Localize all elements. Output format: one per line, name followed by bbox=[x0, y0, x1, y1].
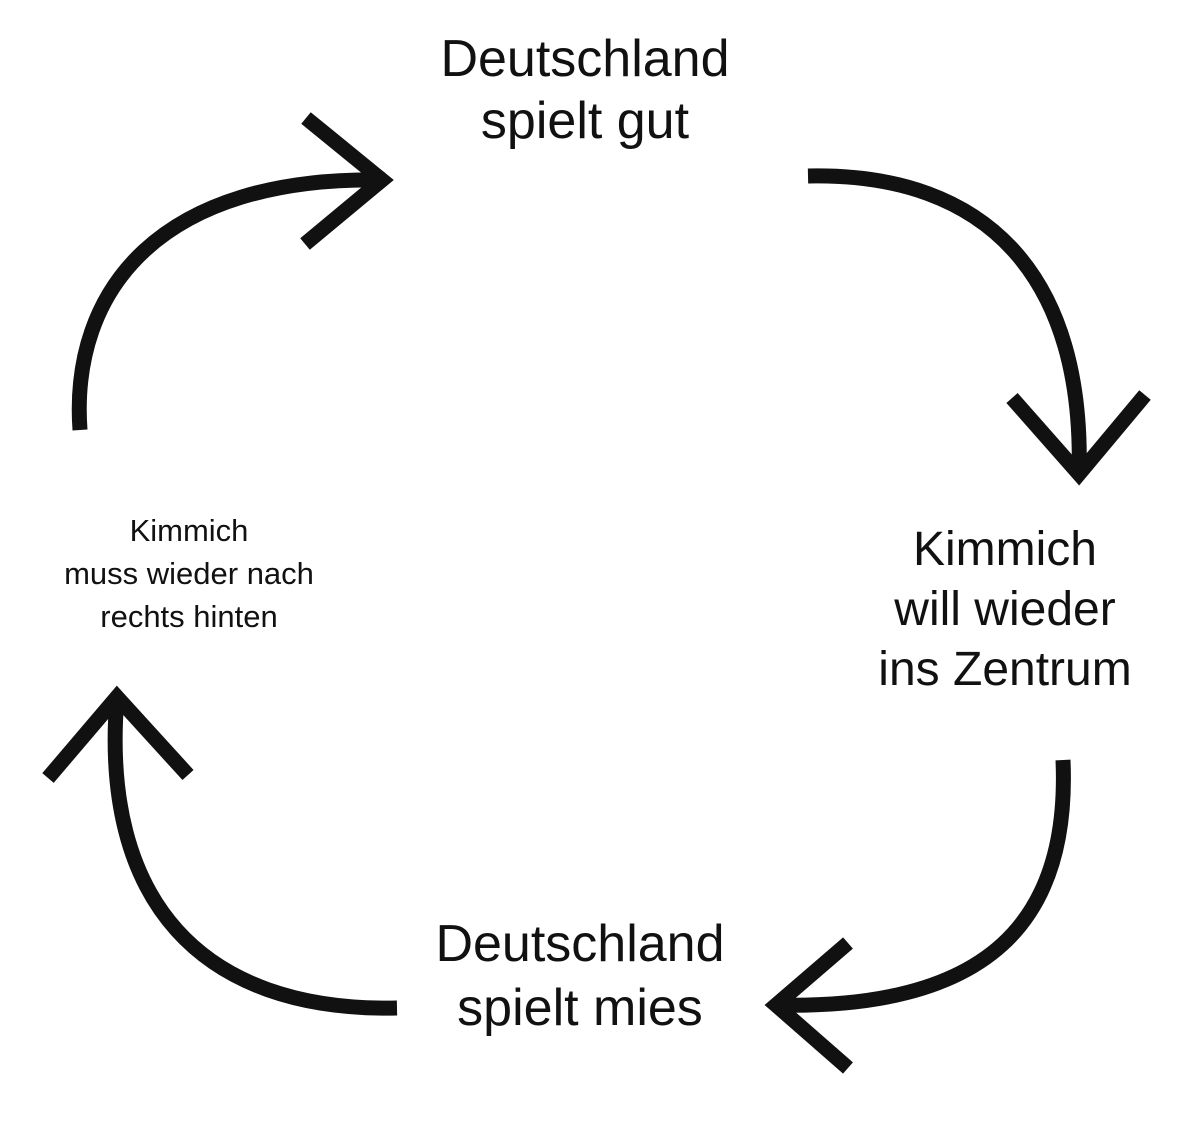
node-deutschland-spielt-gut: Deutschland spielt gut bbox=[440, 30, 730, 150]
node-deutschland-spielt-mies: Deutschland spielt mies bbox=[435, 915, 725, 1037]
node-kimmich-will-ins-zentrum: Kimmich will wieder ins Zentrum bbox=[878, 523, 1132, 696]
arrow-left-to-top bbox=[71, 112, 394, 431]
arrow-right-to-bottom bbox=[764, 759, 1071, 1074]
arrow-top-to-right bbox=[807, 168, 1151, 486]
node-kimmich-rechts-hinten: Kimmich muss wieder nach rechts hinten bbox=[64, 513, 314, 634]
arrow-bottom-to-left bbox=[42, 685, 398, 1016]
